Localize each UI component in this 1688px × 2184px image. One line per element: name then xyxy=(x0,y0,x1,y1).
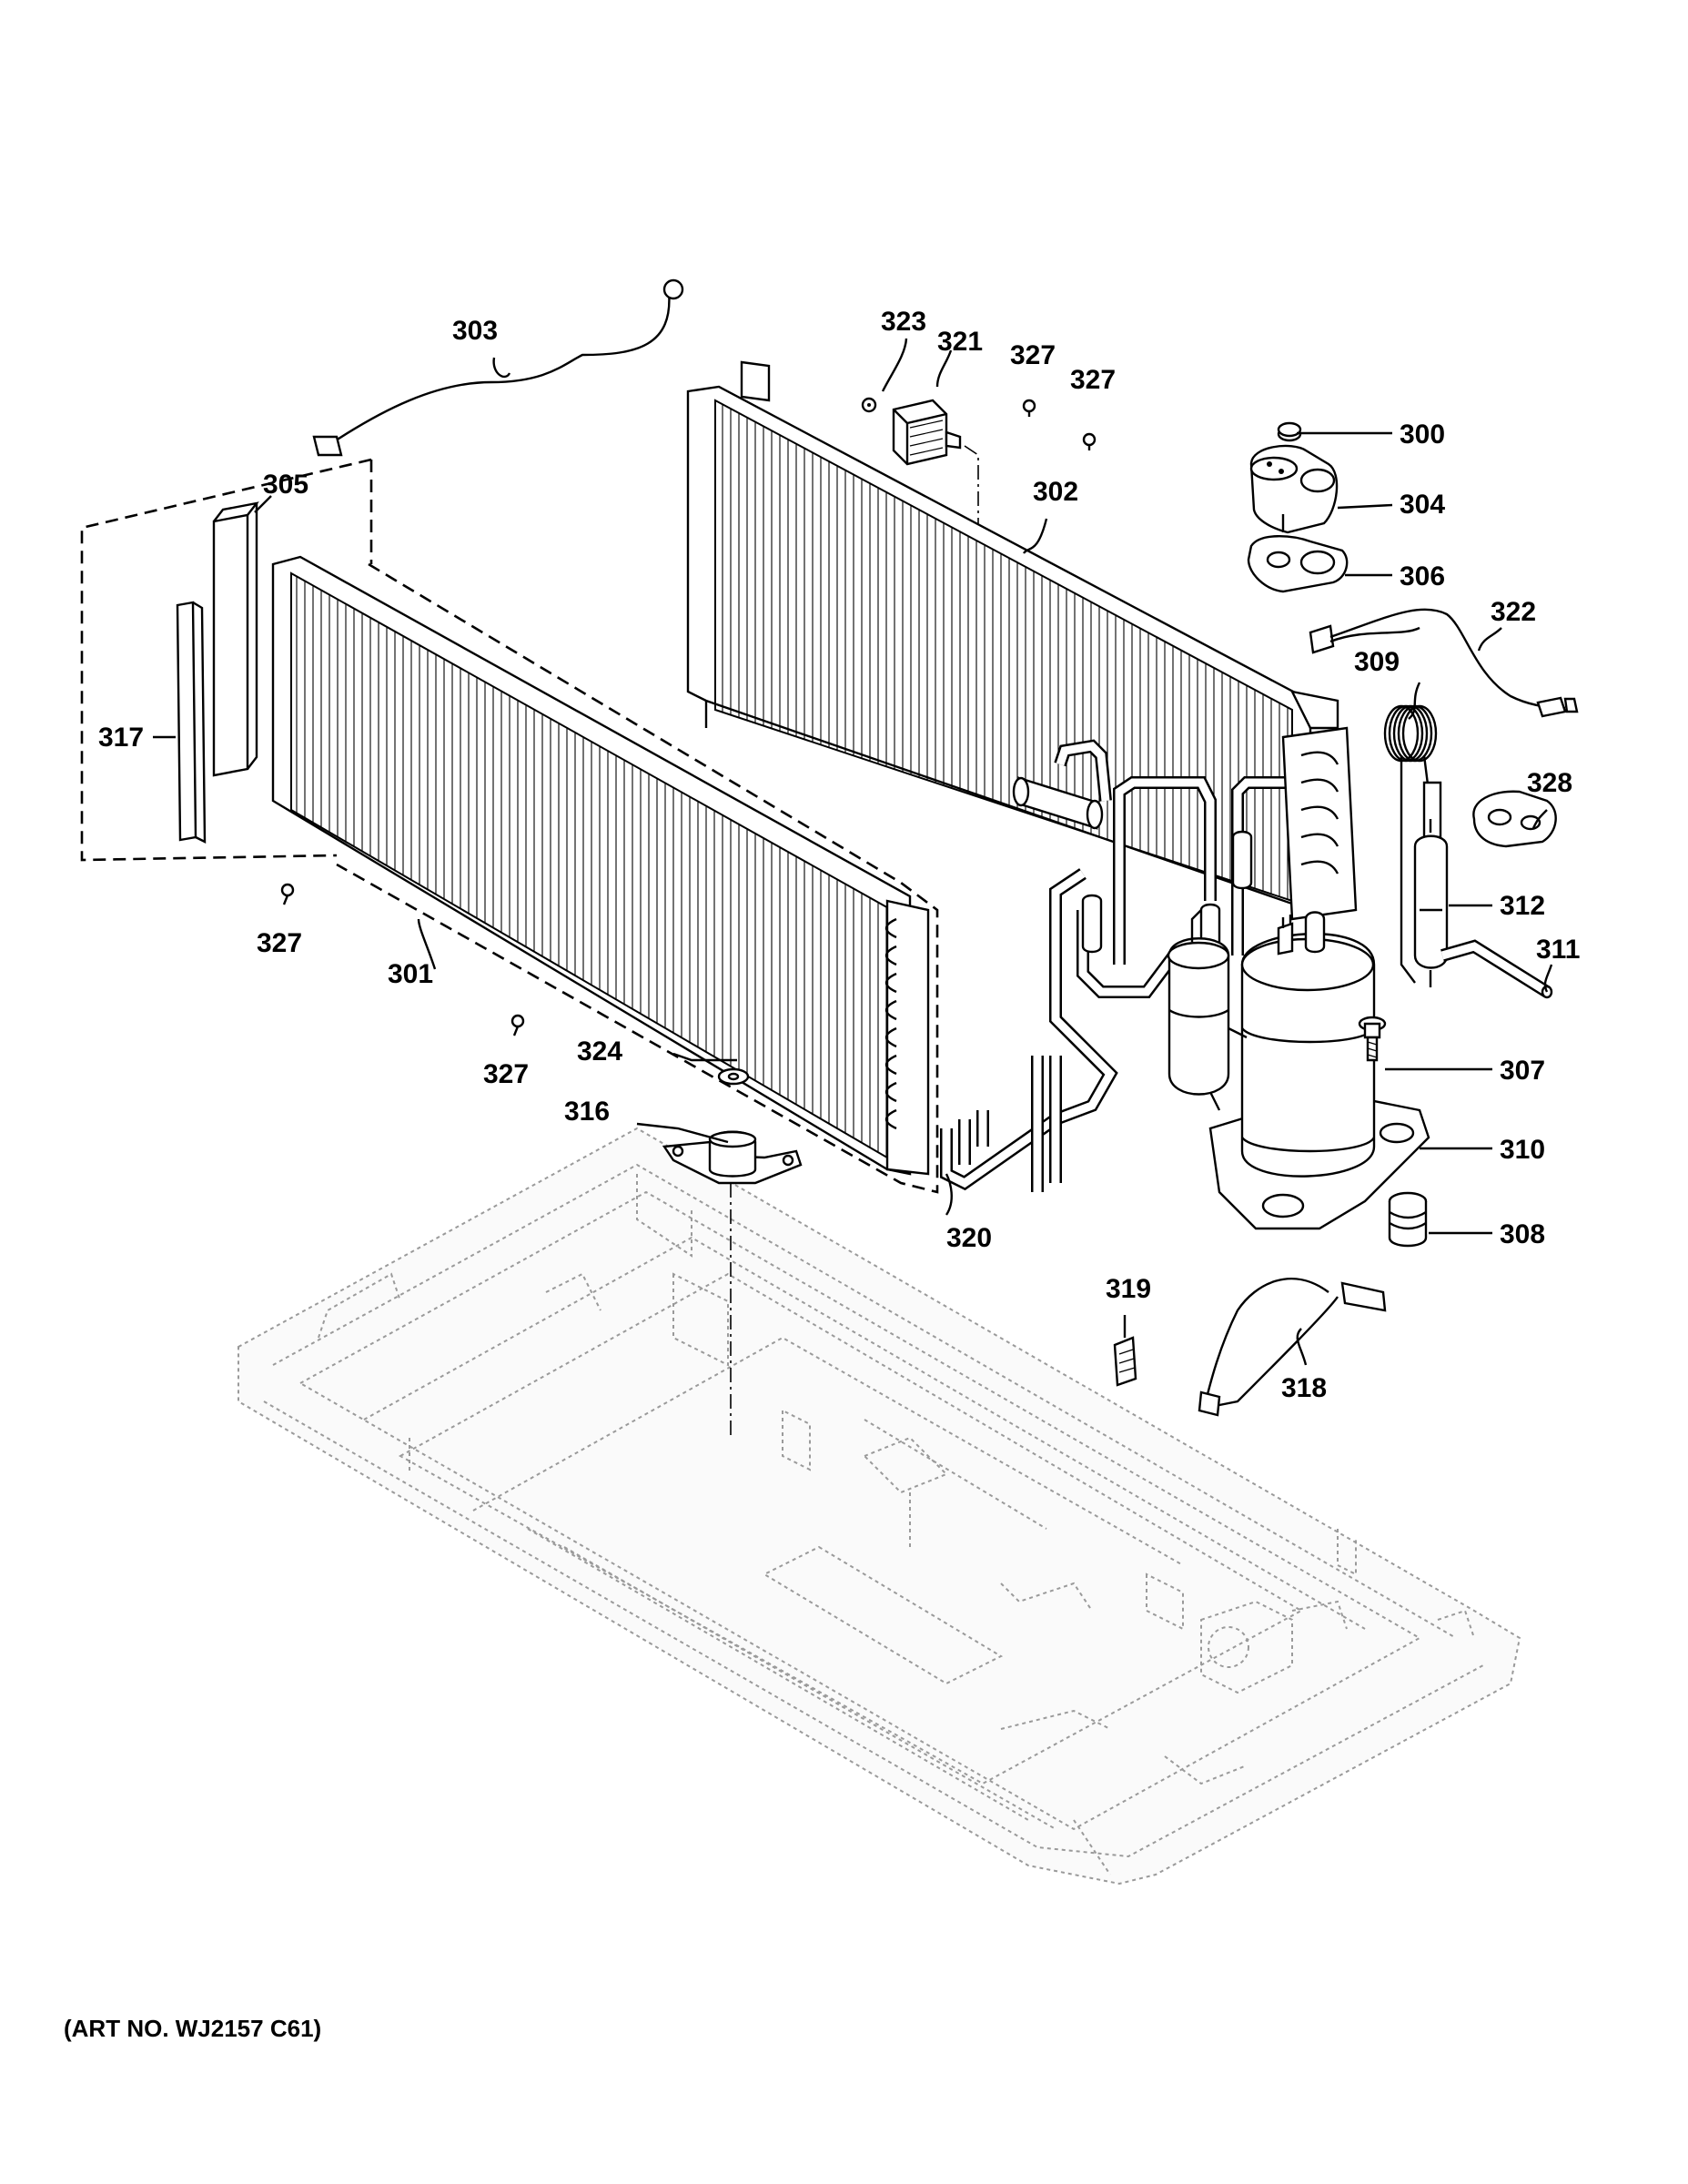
accumulator xyxy=(1413,819,1449,987)
callout-309: 309 xyxy=(1354,647,1400,677)
callout-318: 318 xyxy=(1281,1373,1327,1403)
screw-327-d xyxy=(510,1014,525,1036)
mounting-clip xyxy=(1472,790,1557,848)
callout-308: 308 xyxy=(1500,1219,1545,1249)
wire-harness-322 xyxy=(1309,608,1579,718)
callout-311: 311 xyxy=(1536,935,1580,965)
side-bracket xyxy=(176,601,197,842)
callout-324: 324 xyxy=(577,1036,622,1067)
callout-327-c: 327 xyxy=(257,928,302,958)
compressor xyxy=(1167,909,1430,1230)
art-number: (ART NO. WJ2157 C61) xyxy=(64,2015,321,2042)
callout-317: 317 xyxy=(98,723,144,753)
callout-322: 322 xyxy=(1491,597,1536,627)
mounting-bolt xyxy=(1358,1016,1387,1062)
screw-327-b xyxy=(1082,432,1097,450)
rubber-grommet xyxy=(1388,1191,1428,1248)
callout-327-a: 327 xyxy=(1010,340,1056,370)
base-pan xyxy=(238,1127,1521,1886)
callout-327-d: 327 xyxy=(483,1059,529,1089)
callout-labels: 300 301 302 303 304 305 306 307 308 309 … xyxy=(98,307,1580,1403)
terminal-nut xyxy=(1277,421,1302,442)
callout-312: 312 xyxy=(1500,891,1545,921)
ground-wire xyxy=(312,278,684,457)
screw-327-a xyxy=(1022,399,1036,417)
capacitor xyxy=(892,399,962,466)
callout-327-b: 327 xyxy=(1070,365,1116,395)
callout-310: 310 xyxy=(1500,1135,1545,1165)
leader-lines xyxy=(153,338,1553,1366)
thermostat-bracket xyxy=(662,1130,803,1185)
callout-323: 323 xyxy=(881,307,926,337)
callout-319: 319 xyxy=(1106,1274,1151,1304)
callout-303: 303 xyxy=(452,316,498,346)
callout-304: 304 xyxy=(1400,490,1445,520)
callout-301: 301 xyxy=(388,959,433,989)
terminal-cover xyxy=(1249,444,1339,534)
foam-strip xyxy=(212,513,249,777)
assembly-group-outline xyxy=(80,458,372,862)
callout-320: 320 xyxy=(946,1223,992,1253)
callout-306: 306 xyxy=(1400,561,1445,592)
screw-327-c xyxy=(280,883,295,905)
terminal-gasket xyxy=(1247,535,1349,593)
callout-307: 307 xyxy=(1500,1056,1545,1086)
callout-316: 316 xyxy=(564,1097,610,1127)
capillary-coil xyxy=(1383,704,1442,984)
nut-324 xyxy=(717,1067,750,1086)
refrigerant-tubing xyxy=(940,726,1358,1192)
screw-323 xyxy=(861,397,877,413)
callout-321: 321 xyxy=(937,327,983,357)
callout-305: 305 xyxy=(263,470,308,500)
terminal-block xyxy=(1113,1336,1137,1387)
coil-return-bends xyxy=(884,917,897,1130)
callout-328: 328 xyxy=(1527,768,1572,798)
callout-300: 300 xyxy=(1400,420,1445,450)
wire-harness-318 xyxy=(1198,1277,1387,1417)
evaporator-coil xyxy=(271,555,939,1194)
discharge-tube xyxy=(1440,939,1553,999)
callout-302: 302 xyxy=(1033,477,1078,507)
